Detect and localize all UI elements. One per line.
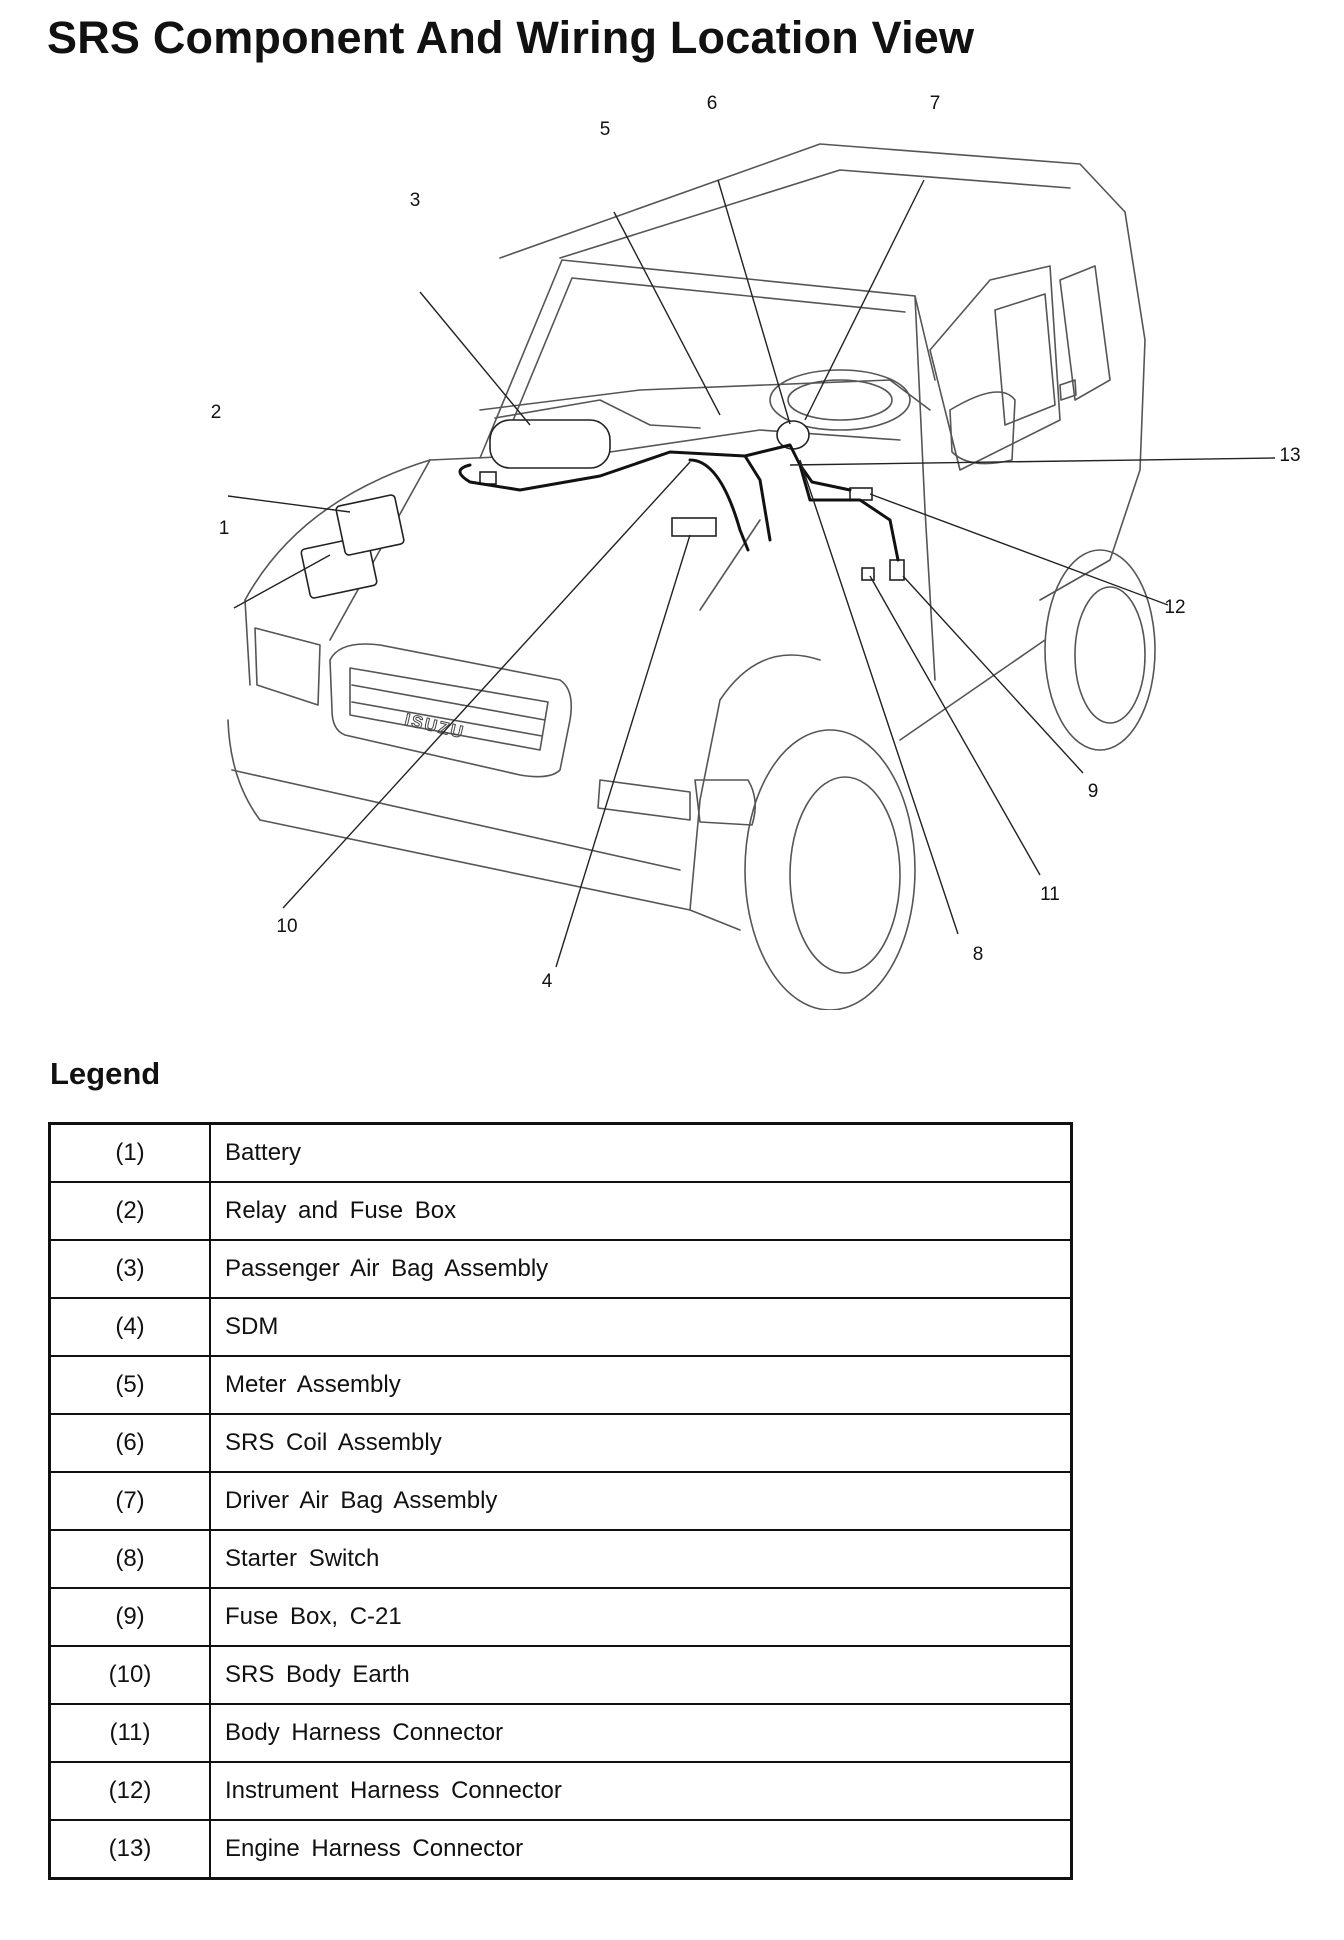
callout-13: 13: [1279, 445, 1300, 466]
legend-number: (6): [48, 1413, 211, 1473]
leader-line-7: [804, 179, 925, 421]
sdm-shape: [671, 517, 717, 537]
legend-label: Meter Assembly: [209, 1355, 1073, 1415]
leader-line-6: [717, 179, 791, 425]
legend-row: (12)Instrument Harness Connector: [48, 1761, 1073, 1821]
legend-row: (13)Engine Harness Connector: [48, 1819, 1073, 1880]
legend-number: (11): [48, 1703, 211, 1763]
legend-row: (10)SRS Body Earth: [48, 1645, 1073, 1705]
legend-label: SDM: [209, 1297, 1073, 1357]
legend-number: (9): [48, 1587, 211, 1647]
legend-row: (8)Starter Switch: [48, 1529, 1073, 1589]
callout-1: 1: [219, 518, 230, 539]
leader-line-12: [869, 493, 1169, 606]
vehicle-diagram: ISUZU: [0, 80, 1344, 1010]
callout-3: 3: [410, 190, 421, 211]
callout-8: 8: [973, 944, 984, 965]
brand-badge: ISUZU: [403, 710, 467, 742]
legend-label: Starter Switch: [209, 1529, 1073, 1589]
callout-6: 6: [707, 93, 718, 114]
legend-row: (1)Battery: [48, 1122, 1073, 1183]
leader-lines: [227, 179, 1276, 968]
connector-11-shape: [861, 567, 875, 581]
legend-number: (1): [48, 1122, 211, 1183]
legend-row: (7)Driver Air Bag Assembly: [48, 1471, 1073, 1531]
srs-coil-shape: [776, 420, 810, 450]
components: [300, 419, 905, 599]
leader-line-13: [789, 457, 1276, 466]
legend-row: (9)Fuse Box, C-21: [48, 1587, 1073, 1647]
connector-12-shape: [849, 487, 873, 501]
leader-line-4: [555, 534, 691, 968]
callout-numbers: 1 2 3 4 5 6 7 8 9 10 11 12 13: [211, 93, 1301, 992]
leader-line-8: [799, 459, 959, 935]
callout-5: 5: [600, 119, 611, 140]
legend-number: (10): [48, 1645, 211, 1705]
legend-number: (3): [48, 1239, 211, 1299]
legend-row: (3)Passenger Air Bag Assembly: [48, 1239, 1073, 1299]
legend-label: Instrument Harness Connector: [209, 1761, 1073, 1821]
legend-number: (7): [48, 1471, 211, 1531]
leader-line-3: [419, 291, 531, 426]
callout-11: 11: [1040, 884, 1060, 905]
legend-label: Fuse Box, C-21: [209, 1587, 1073, 1647]
legend-label: Engine Harness Connector: [209, 1819, 1073, 1880]
legend-label: Relay and Fuse Box: [209, 1181, 1073, 1241]
legend-row: (2)Relay and Fuse Box: [48, 1181, 1073, 1241]
legend-label: Body Harness Connector: [209, 1703, 1073, 1763]
legend-label: Battery: [209, 1122, 1073, 1183]
legend-table: (1)Battery (2)Relay and Fuse Box (3)Pass…: [48, 1122, 1073, 1880]
legend-number: (13): [48, 1819, 211, 1880]
legend-number: (5): [48, 1355, 211, 1415]
connector-13-shape: [479, 471, 497, 485]
callout-9: 9: [1088, 781, 1099, 802]
callout-2: 2: [211, 402, 222, 423]
leader-line-10: [282, 461, 691, 909]
legend-number: (8): [48, 1529, 211, 1589]
wiring-harness: [458, 443, 900, 562]
legend-label: Driver Air Bag Assembly: [209, 1471, 1073, 1531]
legend-label: SRS Coil Assembly: [209, 1413, 1073, 1473]
legend-row: (5)Meter Assembly: [48, 1355, 1073, 1415]
legend-row: (4)SDM: [48, 1297, 1073, 1357]
legend-row: (11)Body Harness Connector: [48, 1703, 1073, 1763]
legend-row: (6)SRS Coil Assembly: [48, 1413, 1073, 1473]
leader-line-2: [227, 495, 351, 513]
leader-line-11: [869, 575, 1041, 876]
vehicle-illustration: ISUZU: [211, 93, 1301, 1010]
passenger-airbag-shape: [489, 419, 611, 469]
callout-10: 10: [276, 916, 297, 937]
legend-number: (4): [48, 1297, 211, 1357]
legend-label: SRS Body Earth: [209, 1645, 1073, 1705]
leader-line-5: [613, 211, 721, 416]
vehicle-outline: [227, 143, 1156, 1010]
legend-number: (2): [48, 1181, 211, 1241]
callout-4: 4: [542, 971, 553, 992]
page-title: SRS Component And Wiring Location View: [47, 12, 975, 63]
callout-7: 7: [930, 93, 941, 114]
fuse-box-c21-shape: [889, 559, 905, 581]
callout-12: 12: [1164, 597, 1185, 618]
fuse-box-shape: [335, 494, 405, 556]
leader-line-1: [233, 554, 331, 609]
legend-heading: Legend: [50, 1056, 161, 1091]
legend-number: (12): [48, 1761, 211, 1821]
legend-label: Passenger Air Bag Assembly: [209, 1239, 1073, 1299]
leader-line-9: [902, 575, 1084, 774]
